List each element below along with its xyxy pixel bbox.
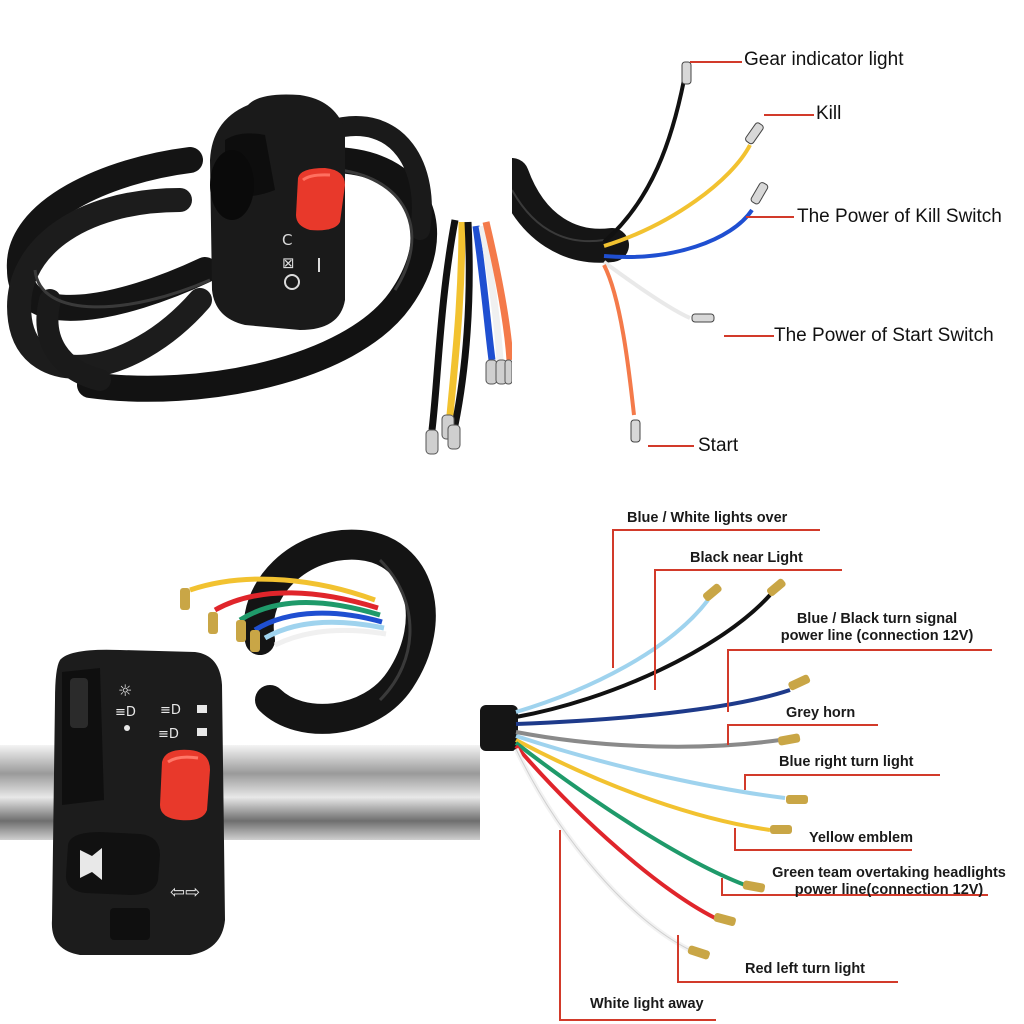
- label-blue-white-lights-over: Blue / White lights over: [627, 510, 788, 526]
- svg-text:≡D: ≡D: [115, 705, 136, 720]
- label-power-of-start-switch: The Power of Start Switch: [774, 325, 994, 346]
- label-blue-black-turn-signal: Blue / Black turn signal power line (con…: [762, 611, 992, 645]
- svg-text:≡D: ≡D: [160, 703, 181, 718]
- label-blue-black-line-1: Blue / Black turn signal: [796, 611, 958, 627]
- label-green-overtaking-headlights: Green team overtaking headlights power l…: [762, 865, 1016, 899]
- handlebar-switch-photo: ☼ ≡D ≡D ≡D ⇦⇨: [0, 500, 512, 1024]
- label-blue-right-turn-light: Blue right turn light: [779, 754, 914, 770]
- label-white-light-away: White light away: [590, 996, 704, 1012]
- svg-text:⊠: ⊠: [282, 254, 295, 272]
- label-start: Start: [698, 435, 739, 456]
- svg-text:≡D: ≡D: [158, 727, 179, 742]
- label-green-line-2: power line(connection 12V): [794, 882, 984, 898]
- svg-text:⇦⇨: ⇦⇨: [170, 882, 200, 903]
- label-blue-black-line-2: power line (connection 12V): [780, 628, 974, 644]
- kill-start-wiring-diagram: Gear indicator light Kill The Power of K…: [512, 0, 1024, 490]
- label-kill: Kill: [816, 103, 842, 124]
- label-black-near-light: Black near Light: [690, 550, 803, 566]
- label-grey-horn: Grey horn: [786, 705, 856, 721]
- label-power-of-kill-switch: The Power of Kill Switch: [797, 206, 1002, 227]
- label-yellow-emblem: Yellow emblem: [809, 830, 913, 846]
- label-green-line-1: Green team overtaking headlights: [772, 865, 1006, 881]
- svg-text:C: C: [282, 231, 292, 249]
- svg-text:☼: ☼: [118, 681, 132, 700]
- label-red-left-turn-light: Red left turn light: [745, 961, 866, 977]
- label-gear-indicator-light: Gear indicator light: [744, 49, 904, 70]
- handlebar-wiring-diagram: Blue / White lights over Black near Ligh…: [480, 500, 1024, 1024]
- kill-start-switch-photo: C ⊠: [0, 0, 512, 490]
